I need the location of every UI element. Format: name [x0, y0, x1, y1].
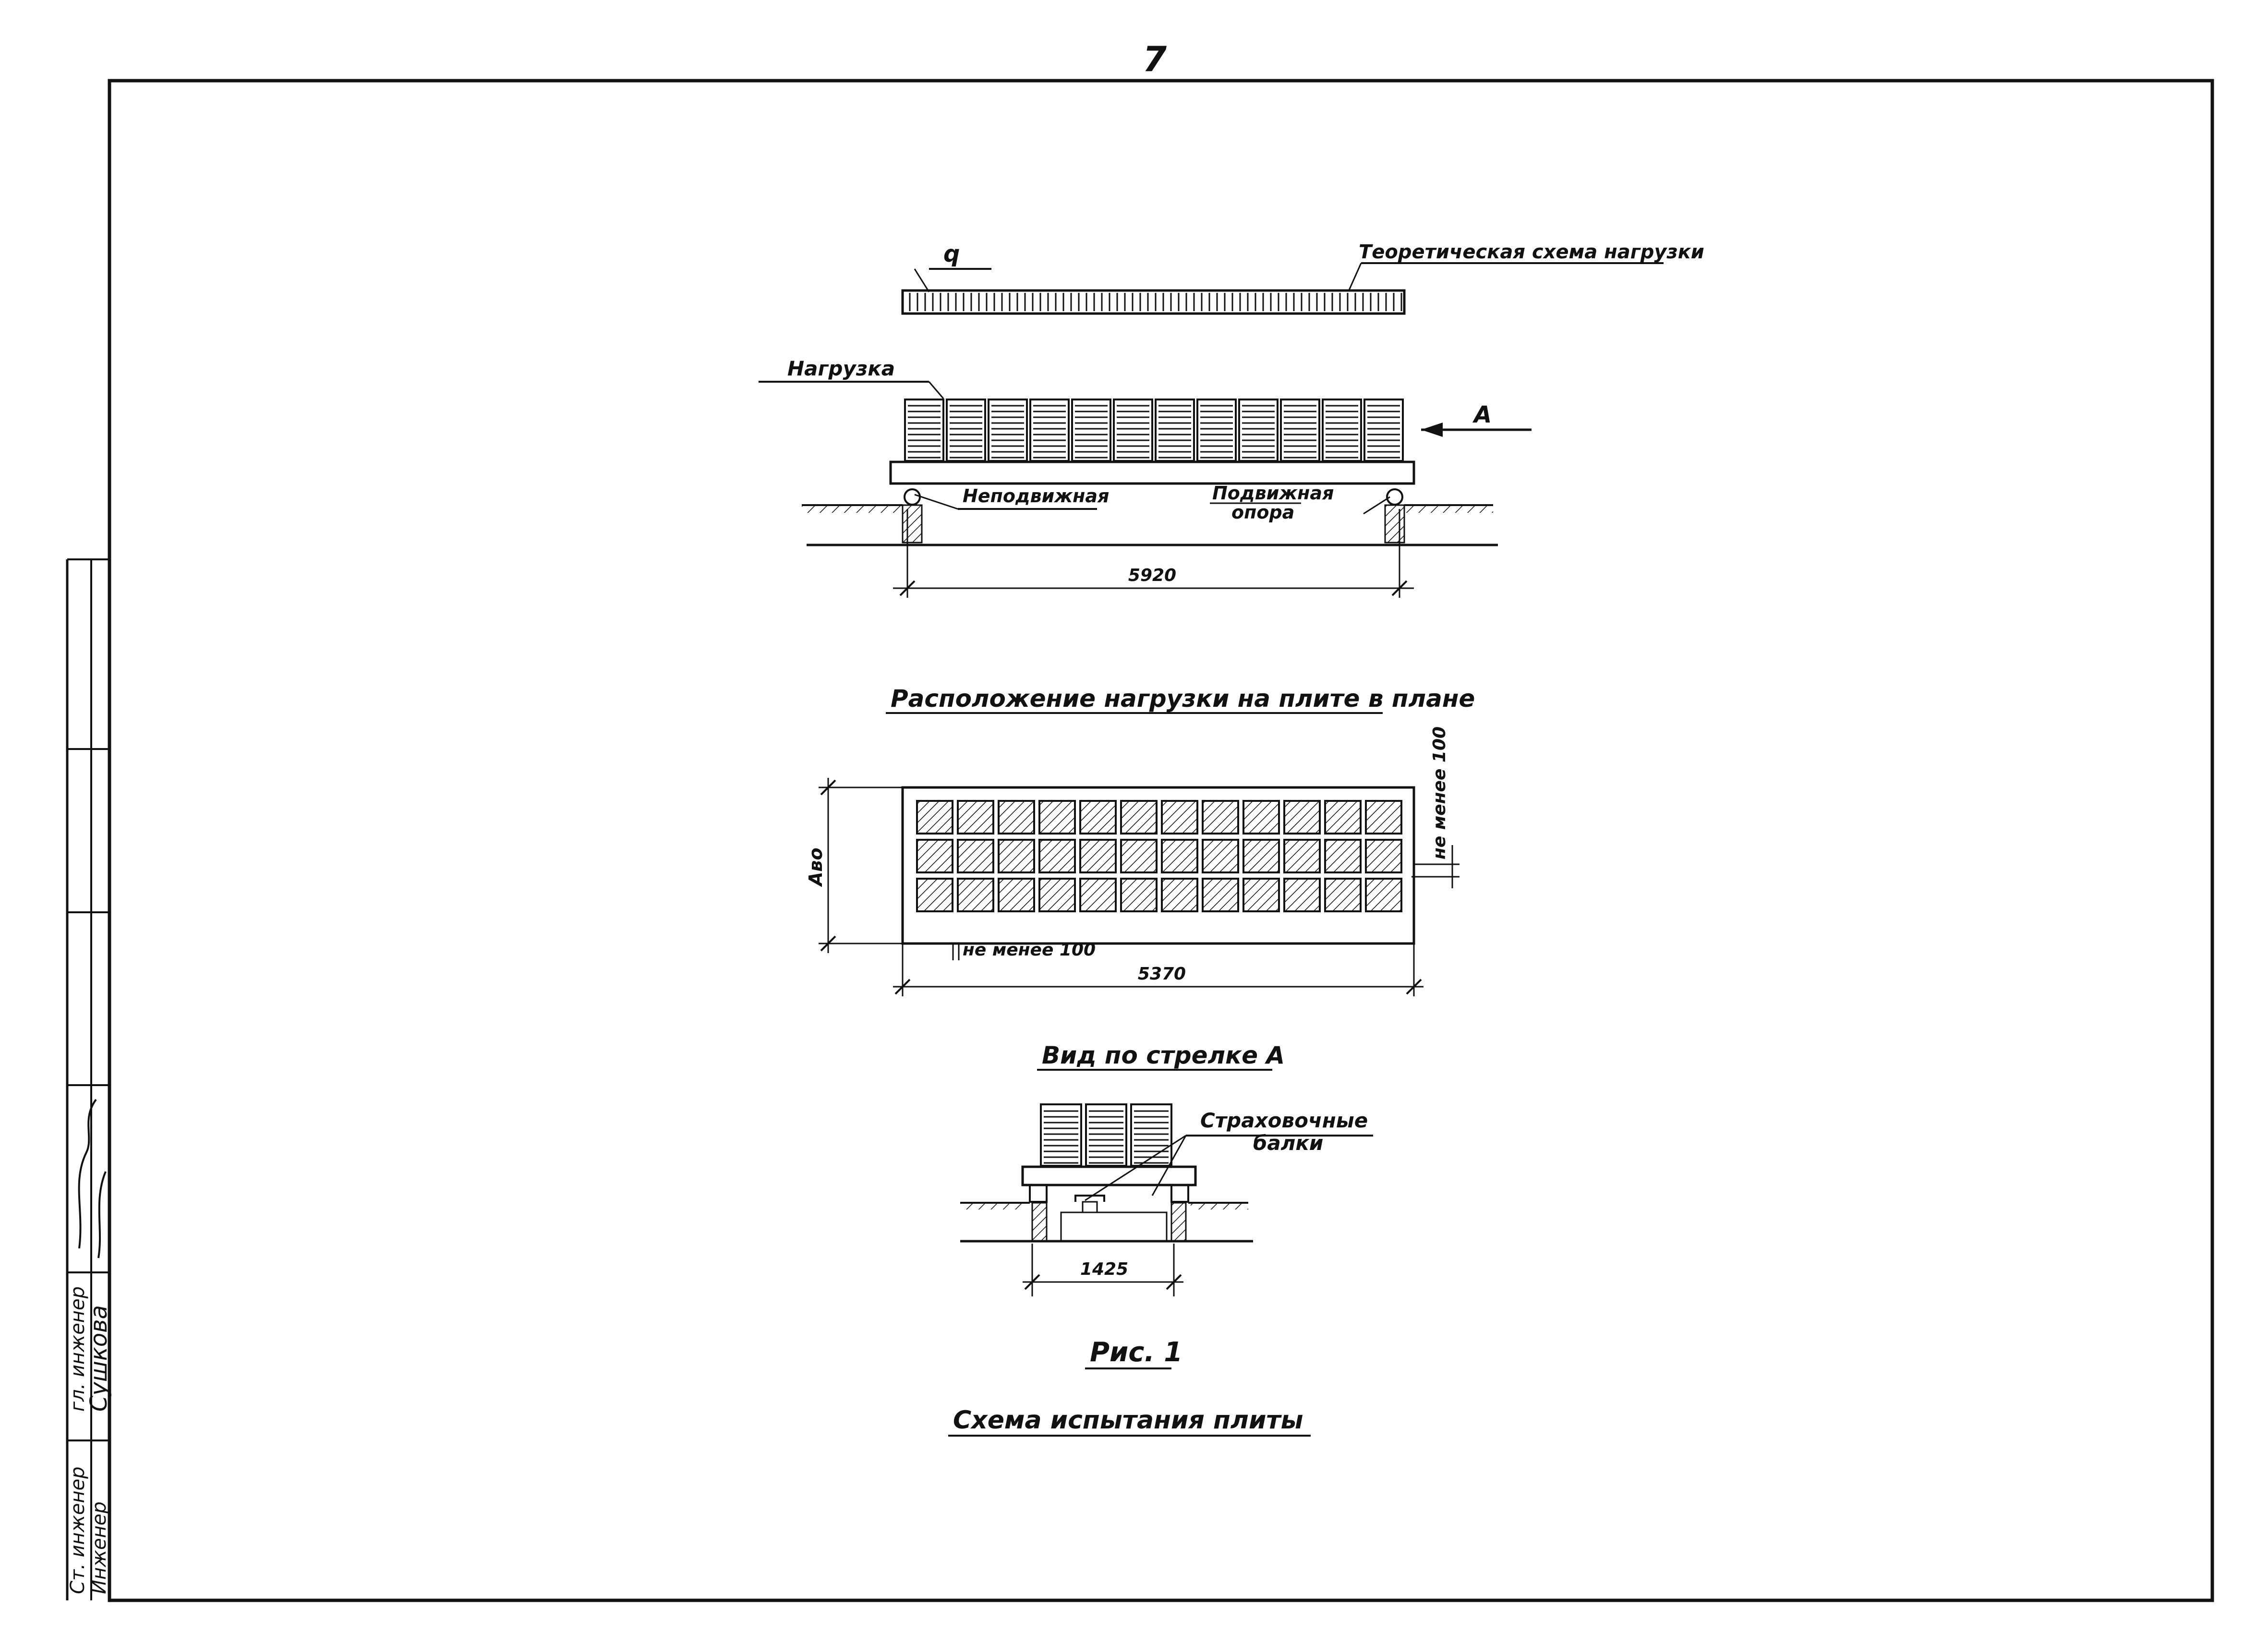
load-block [1365, 800, 1402, 835]
safety-beams-label-2: балки [1253, 1131, 1323, 1155]
load-block [1324, 878, 1362, 912]
length-dimension: 5370 [1138, 964, 1186, 984]
height-dimension: Аво [805, 847, 826, 887]
load-block [916, 878, 953, 912]
plan-view: Расположение нагрузки на плите в плане А… [805, 685, 1475, 996]
load-block [916, 800, 953, 835]
load-block [1079, 878, 1117, 912]
load-stack [1322, 399, 1362, 462]
page-number: 7 [1143, 39, 1167, 79]
signature-mark [78, 1099, 107, 1258]
load-block [1038, 800, 1076, 835]
theory-label: Теоретическая схема нагрузки [1359, 241, 1704, 263]
load-block [1120, 839, 1158, 873]
load-block [1079, 839, 1117, 873]
distributed-load-strip [901, 289, 1406, 315]
load-block [916, 839, 953, 873]
stamp-name-2: Сушкова [85, 1305, 112, 1412]
load-block [1324, 800, 1362, 835]
load-stack [1363, 399, 1404, 462]
load-block [1365, 878, 1402, 912]
load-stack [1040, 1103, 1082, 1167]
load-stack [1280, 399, 1320, 462]
side-stamp: Ст. инженер Инженер гл. инженер Сушкова [66, 558, 112, 1600]
stamp-role-1: Ст. инженер [67, 1466, 89, 1594]
load-stack [1130, 1103, 1172, 1167]
load-stack [1155, 399, 1195, 462]
load-stack [1029, 399, 1070, 462]
load-label: Нагрузка [787, 357, 895, 380]
load-block [1120, 800, 1158, 835]
load-block [1161, 800, 1198, 835]
load-block [957, 839, 994, 873]
section-view-a: Вид по стрелке А Страховочные балки 1425 [960, 1041, 1373, 1296]
load-stack [1113, 399, 1153, 462]
load-blocks-plan [916, 800, 1402, 912]
load-block [1202, 800, 1239, 835]
slab [889, 460, 1415, 485]
load-block [1283, 839, 1321, 873]
sheet-frame [108, 79, 2214, 1602]
load-stack [1238, 399, 1279, 462]
load-block [1243, 839, 1280, 873]
load-block [1202, 878, 1239, 912]
load-block [957, 800, 994, 835]
figure-title: Схема испытания плиты [953, 1406, 1303, 1435]
load-stack [946, 399, 986, 462]
movable-support-label-2: опора [1231, 502, 1294, 523]
figure-caption: Рис. 1 [1090, 1337, 1182, 1368]
load-stack [1085, 1103, 1127, 1167]
load-stack [988, 399, 1028, 462]
load-block [1202, 839, 1239, 873]
load-block [1038, 878, 1076, 912]
arrow-a-label: A [1472, 401, 1492, 428]
slab-plan [901, 786, 1415, 945]
load-block [1243, 878, 1280, 912]
fixed-support-label: Неподвижная [963, 485, 1109, 507]
load-block [1365, 839, 1402, 873]
edge-note-right: не менее 100 [1430, 726, 1449, 859]
load-block [1283, 800, 1321, 835]
load-stack [904, 399, 944, 462]
load-block [1243, 800, 1280, 835]
stamp-name-1: гл. инженер [67, 1286, 89, 1412]
load-block [1324, 839, 1362, 873]
load-block [957, 878, 994, 912]
load-block [998, 878, 1035, 912]
safety-beams-label-1: Страховочные [1200, 1109, 1368, 1132]
plan-title: Расположение нагрузки на плите в плане [891, 685, 1475, 713]
load-block [1161, 878, 1198, 912]
movable-support-label-1: Подвижная [1212, 483, 1334, 504]
load-block [1038, 839, 1076, 873]
load-block [1161, 839, 1198, 873]
load-stacks [904, 399, 1404, 462]
slab-end [1021, 1165, 1197, 1186]
elevation-view: q Теоретическая схема нагрузки Нагрузка … [759, 241, 1704, 598]
load-stack [1196, 399, 1237, 462]
load-strip-ticks [909, 293, 1402, 311]
span-dimension: 5920 [1128, 566, 1176, 585]
stamp-role-2: Инженер [88, 1501, 110, 1594]
width-dimension: 1425 [1080, 1259, 1128, 1279]
load-stack [1071, 399, 1111, 462]
load-block [998, 800, 1035, 835]
q-label: q [943, 241, 960, 267]
load-block [1079, 800, 1117, 835]
edge-note-bottom: не менее 100 [963, 940, 1096, 960]
load-block [1120, 878, 1158, 912]
view-a-title: Вид по стрелке А [1042, 1041, 1285, 1069]
load-block [1283, 878, 1321, 912]
load-block [998, 839, 1035, 873]
